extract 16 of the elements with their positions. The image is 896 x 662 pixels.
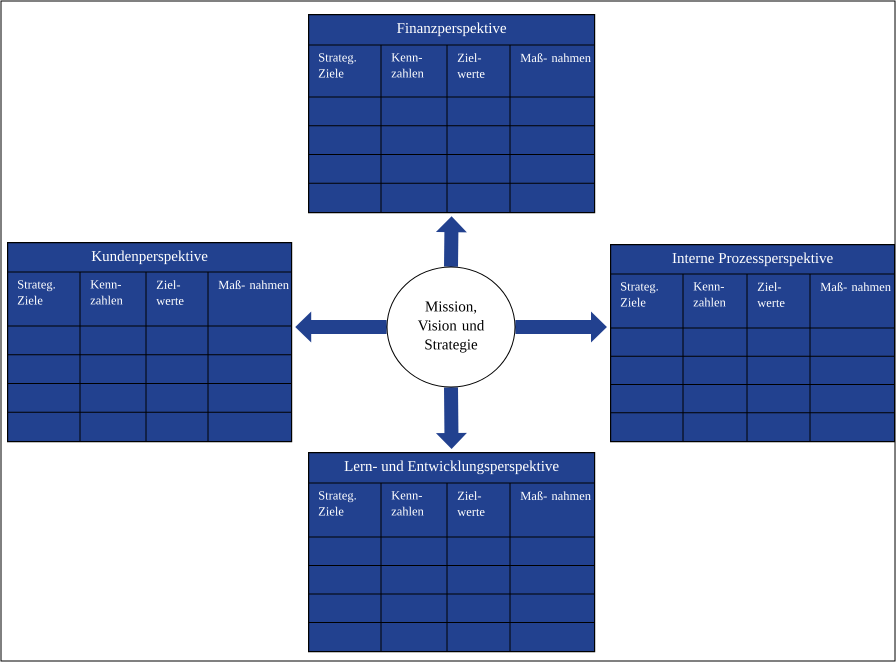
- column-heading: Kenn- zahlen: [392, 53, 424, 78]
- column-heading: Ziel- werte: [156, 280, 184, 305]
- column-heading: Kenn- zahlen: [90, 280, 123, 305]
- column-heading: Ziel- werte: [457, 491, 485, 516]
- column-heading: Kenn- zahlen: [392, 491, 424, 516]
- column-heading: Maß- nahmen: [520, 53, 591, 62]
- column-heading: Ziel- werte: [757, 282, 785, 307]
- column-heading: Maß- nahmen: [218, 280, 289, 290]
- column-heading: Strateg. Ziele: [620, 282, 658, 307]
- column-heading: Ziel- werte: [457, 53, 485, 78]
- column-heading: Maß- nahmen: [820, 282, 891, 292]
- column-heading: Maß- nahmen: [520, 491, 591, 500]
- column-heading: Strateg. Ziele: [318, 491, 356, 516]
- column-heading: Kenn- zahlen: [694, 282, 726, 307]
- column-heading: Strateg. Ziele: [318, 53, 356, 78]
- column-heading: Strateg. Ziele: [18, 280, 55, 305]
